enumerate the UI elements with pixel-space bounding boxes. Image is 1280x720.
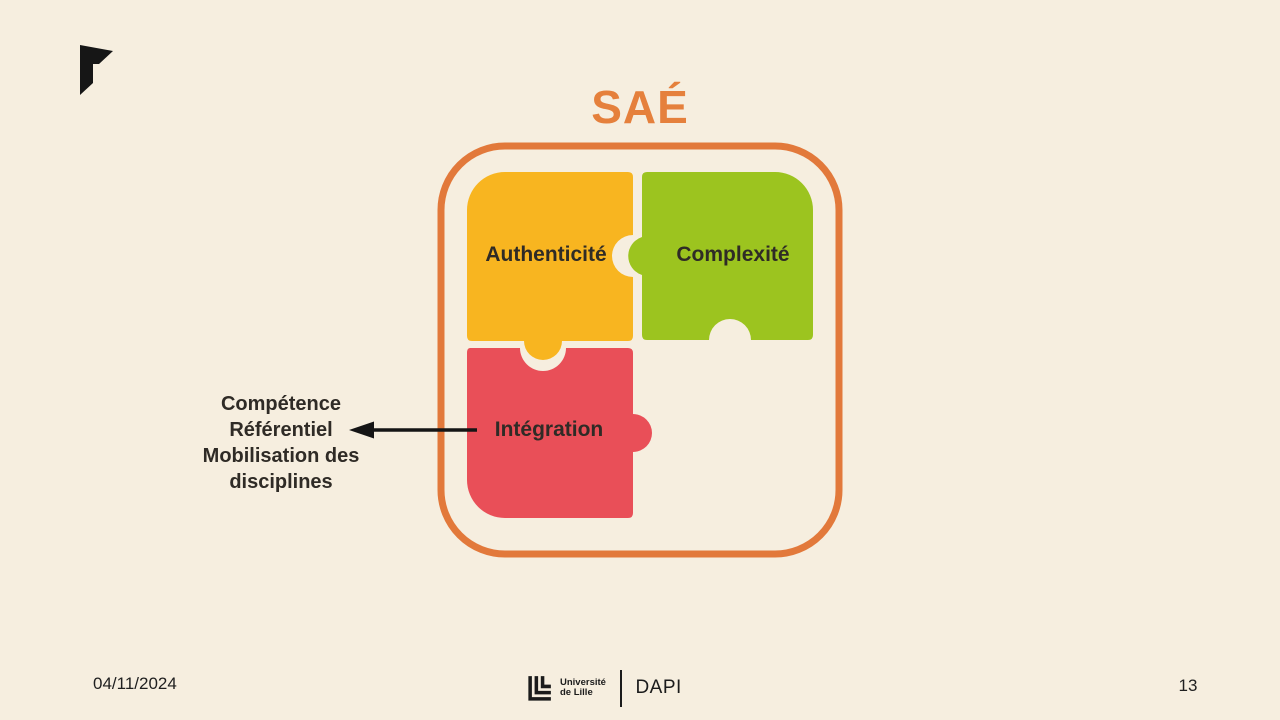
piece-label-authenticite: Authenticité	[485, 243, 607, 266]
slide-title: SAÉ	[591, 81, 689, 133]
page-number: 13	[1178, 676, 1198, 695]
piece-label-complexite: Complexité	[676, 243, 790, 266]
footer-brand: Université de Lille DAPI	[528, 667, 682, 709]
university-name: Université de Lille	[560, 676, 606, 699]
slide-date: 04/11/2024	[93, 674, 177, 693]
brand-corner-icon	[80, 45, 113, 95]
footer-divider	[619, 669, 623, 707]
annotation-line: disciplines	[229, 471, 333, 493]
annotation-text: Compétence Référentiel Mobilisation des …	[181, 391, 381, 495]
footer-department: DAPI	[635, 677, 682, 698]
university-name-line2: de Lille	[560, 687, 593, 698]
piece-label-integration: Intégration	[494, 418, 604, 441]
diagram-frame	[437, 142, 843, 558]
annotation-line: Compétence	[220, 393, 342, 415]
university-logo-icon	[528, 676, 551, 701]
university-name-line1: Université	[560, 676, 606, 688]
annotation-line: Référentiel	[229, 419, 333, 441]
annotation-line: Mobilisation des	[202, 445, 360, 467]
